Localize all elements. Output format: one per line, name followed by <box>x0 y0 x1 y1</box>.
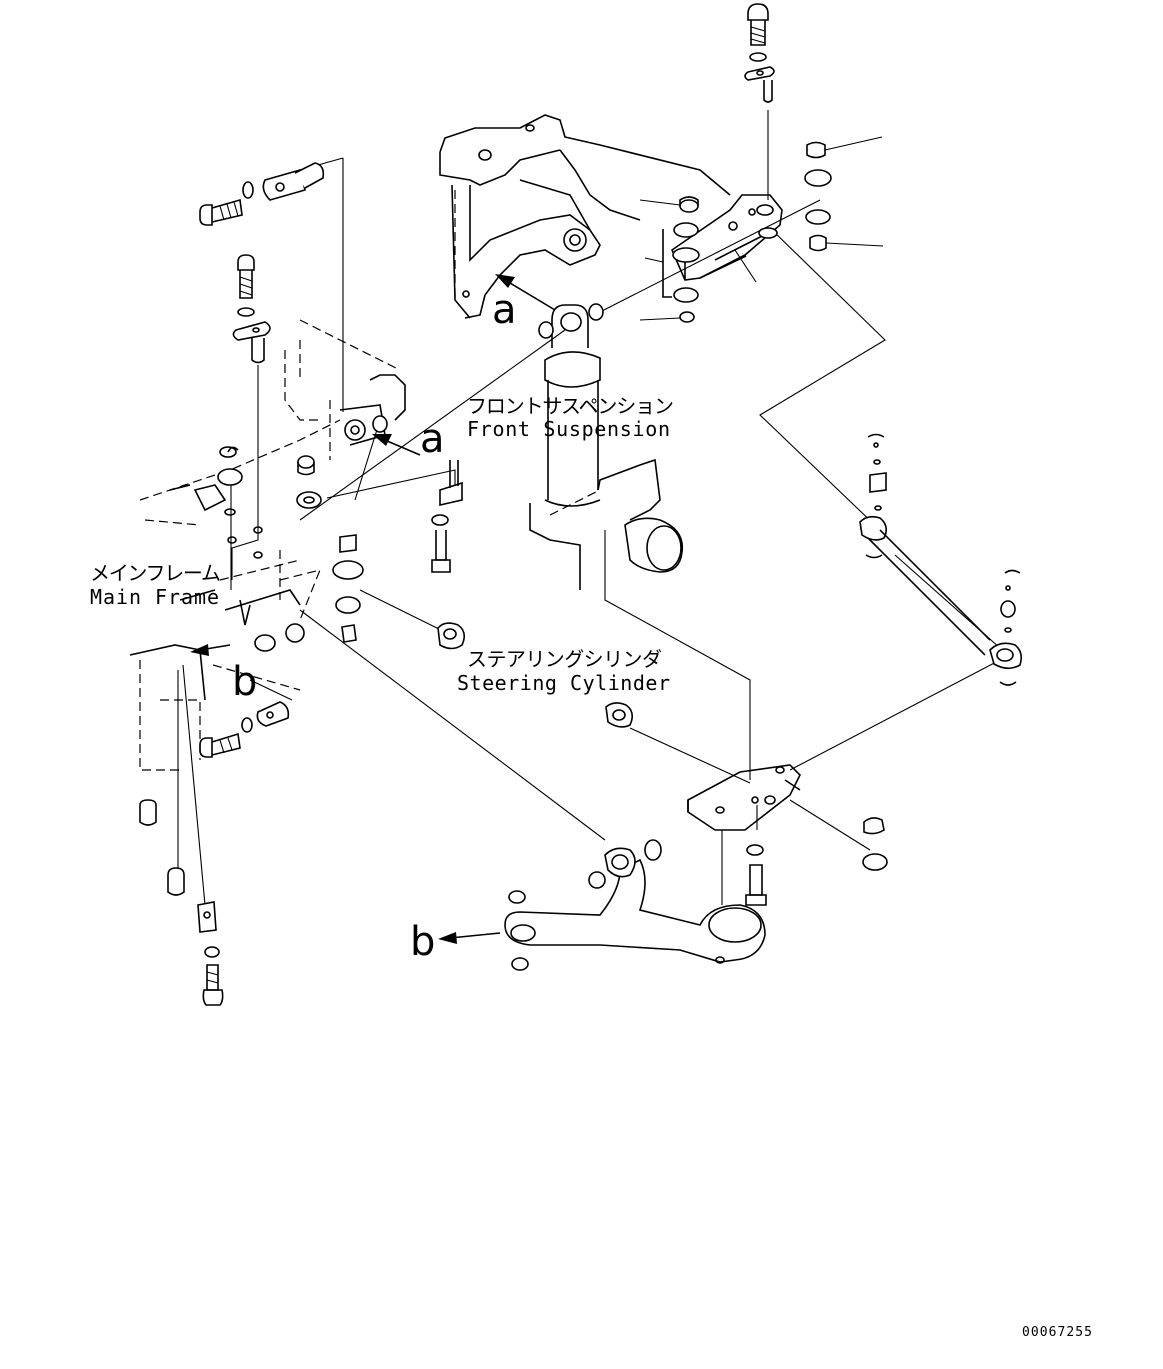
steering-cylinder-label-en: Steering Cylinder <box>457 671 671 695</box>
tie-rod <box>859 433 1022 686</box>
view-marker-a-frame: a <box>420 416 445 462</box>
main-frame <box>129 319 406 771</box>
knuckle-plate <box>687 764 888 906</box>
steering-cylinder-label-jp: ステアリングシリンダ <box>467 647 663 671</box>
view-marker-b-frame: b <box>232 659 257 705</box>
view-marker-a-top: a <box>492 287 517 333</box>
steering-arm <box>504 839 766 971</box>
steering-cylinder <box>437 622 634 728</box>
top-bolt-stack <box>744 3 775 103</box>
view-arrows <box>190 274 556 944</box>
assembly-lines <box>177 110 1001 906</box>
main-frame-label-en: Main Frame <box>90 585 220 609</box>
labels: フロントサスペンション Front Suspension メインフレーム Mai… <box>90 287 1092 1340</box>
pitman-arm-bracket <box>639 136 884 323</box>
suspension-strut <box>529 303 684 590</box>
front-suspension-housing <box>439 114 731 319</box>
view-marker-b-arm: b <box>410 919 435 965</box>
main-frame-label-jp: メインフレーム <box>90 561 222 585</box>
front-suspension-label-en: Front Suspension <box>467 417 671 441</box>
left-hardware <box>139 162 463 1006</box>
front-suspension-label-jp: フロントサスペンション <box>467 394 675 418</box>
drawing-code: 00067255 <box>1022 1325 1092 1340</box>
